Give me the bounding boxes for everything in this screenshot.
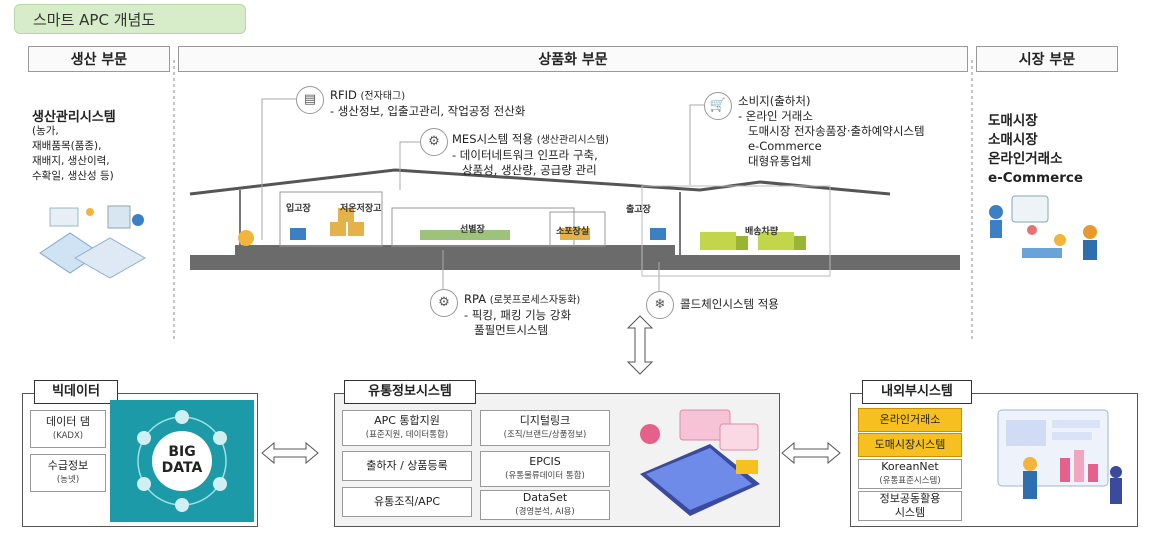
distribution-cell-label: DataSet (522, 491, 568, 504)
bigdata-panel (22, 393, 258, 527)
external-cell-sub: (유통표준시스템) (879, 476, 941, 486)
production-detail-line: 재배품목(품종), (32, 140, 102, 152)
banner-market: 시장 부문 (976, 46, 1118, 72)
distribution-cell-sub: (경영분석, AI용) (515, 507, 575, 517)
distribution-cell: DataSet (경영분석, AI용) (480, 490, 610, 520)
market-item: 소매시장 (988, 132, 1038, 148)
production-detail-line: 수확일, 생산성 등) (32, 170, 114, 182)
distribution-cell-sub: (조직/브랜드/상품정보) (503, 430, 587, 440)
bigdata-graphic-line: DATA (161, 460, 203, 476)
distribution-cell-label: 유통조직/APC (373, 495, 441, 508)
mes-line: - 데이터네트워크 인프라 구축, (452, 148, 598, 162)
bigdata-network-icon (137, 410, 227, 512)
external-cell: KoreanNet (유통표준시스템) (858, 459, 962, 489)
production-heading: 생산관리시스템 (32, 110, 116, 125)
zone-label: 출고장 (626, 205, 651, 215)
banner-production-label: 생산 부문 (70, 52, 128, 68)
apc-facility-illustration (189, 168, 960, 277)
banner-commercialization: 상품화 부문 (178, 46, 968, 72)
distribution-cell: 디지털링크 (조직/브랜드/상품정보) (480, 410, 610, 446)
cart-icon: 🛒 (704, 92, 732, 120)
callout-coldchain: 콜드체인시스템 적용 (680, 297, 779, 311)
distribution-cell-sub: (표준지원, 데이터통합) (365, 430, 449, 440)
banner-commercialization-label: 상품화 부문 (538, 52, 608, 68)
rfid-tag-icon: ▤ (296, 86, 324, 114)
external-title: 내외부시스템 (862, 380, 972, 404)
cold-chain-icon: ❄ (646, 291, 674, 319)
bigdata-item-label: 데이터 댐 (46, 415, 90, 428)
rpa-title: RPA (464, 292, 487, 306)
production-detail-line: 재배지, 생산이력, (32, 155, 110, 167)
distribution-cell: 유통조직/APC (342, 487, 472, 517)
zone-label: 입고장 (286, 204, 311, 214)
market-illustration (989, 195, 1097, 260)
callout-consumer: 소비지(출하처) - 온라인 거래소 도매시장 전자송품장·출하예약시스템 e-… (738, 94, 925, 169)
consumer-line: 도매시장 전자송품장·출하예약시스템 (748, 124, 925, 138)
distribution-cell-sub: (유통물류데이터 통합) (505, 471, 585, 481)
callout-rfid: RFID (전자태그) - 생산정보, 입출고관리, 작업공정 전산화 (330, 88, 525, 119)
consumer-title: 소비지(출하처) (738, 94, 811, 108)
market-item: 온라인거래소 (988, 151, 1063, 167)
external-panel (850, 393, 1138, 527)
rfid-title: RFID (330, 88, 357, 102)
rpa-line: - 픽킹, 패킹 기능 강화 (464, 308, 572, 322)
production-detail-line: (농가, (32, 125, 59, 137)
bigdata-item-sub: (농넷) (56, 475, 80, 485)
bigdata-item-label: 수급정보 (47, 459, 89, 472)
zone-label: 저온저장고 (340, 204, 382, 214)
farm-illustration (39, 205, 147, 279)
distribution-cell: EPCIS (유통물류데이터 통합) (480, 451, 610, 487)
mes-title: MES시스템 적용 (452, 132, 534, 146)
diagram-title: 스마트 APC 개념도 (14, 4, 246, 34)
distribution-title: 유통정보시스템 (344, 380, 476, 404)
external-systems-illustration (997, 409, 1122, 504)
bigdata-graphic: BIG DATA (110, 400, 254, 522)
callout-mes: MES시스템 적용 (생산관리시스템) - 데이터네트워크 인프라 구축, 상품… (452, 132, 609, 178)
rfid-title-note: (전자태그) (360, 91, 406, 102)
bigdata-graphic-label: BIG DATA (152, 444, 212, 476)
consumer-line: 대형유통업체 (748, 154, 812, 168)
external-cell-label: 도매시장시스템 (874, 438, 946, 451)
distribution-cell-label: APC 통합지원 (374, 414, 440, 427)
distribution-cell-label: 디지털링크 (519, 414, 571, 427)
mes-factory-icon: ⚙ (420, 128, 448, 156)
zone-label: 소포장실 (556, 227, 590, 237)
zone-label: 선별장 (460, 225, 485, 235)
external-cell: 정보공동활용 시스템 (858, 491, 962, 521)
banner-market-label: 시장 부문 (1018, 52, 1076, 68)
rfid-line: - 생산정보, 입출고관리, 작업공정 전산화 (330, 104, 526, 118)
zone-label: 배송차량 (745, 227, 779, 237)
production-details: (농가, 재배품목(품종), 재배지, 생산이력, 수확일, 생산성 등) (32, 124, 114, 184)
external-cell-label: 온라인거래소 (879, 413, 941, 426)
mobile-analytics-illustration (640, 409, 760, 516)
market-list: 도매시장 소매시장 온라인거래소 e-Commerce (988, 112, 1083, 188)
distribution-cell-label: 출하자 / 상품등록 (366, 459, 448, 472)
distribution-cell: 출하자 / 상품등록 (342, 451, 472, 481)
external-cell-sub: 시스템 (894, 506, 926, 519)
distribution-cell: APC 통합지원 (표준지원, 데이터통합) (342, 410, 472, 446)
external-cell-label: KoreanNet (881, 460, 939, 473)
distribution-cell-label: EPCIS (529, 455, 561, 468)
bigdata-graphic-line: BIG (168, 444, 196, 460)
robot-arm-icon: ⚙ (430, 289, 458, 317)
mes-title-note: (생산관리시스템) (536, 135, 609, 146)
external-cell-label: 정보공동활용 (879, 492, 941, 505)
bigdata-title: 빅데이터 (34, 380, 118, 404)
bigdata-item: 수급정보 (농넷) (30, 454, 106, 492)
market-item: 도매시장 (988, 113, 1038, 129)
mes-line: 상품성, 생산량, 공급량 관리 (462, 163, 597, 177)
banner-production: 생산 부문 (28, 46, 170, 72)
rpa-title-note: (로봇프로세스자동화) (489, 295, 581, 306)
rpa-line: 풀필먼트시스템 (474, 323, 549, 337)
bigdata-item: 데이터 댐 (KADX) (30, 410, 106, 448)
consumer-line: - 온라인 거래소 (738, 109, 813, 123)
external-cell: 온라인거래소 (858, 408, 962, 432)
callout-rpa: RPA (로봇프로세스자동화) - 픽킹, 패킹 기능 강화 풀필먼트시스템 (464, 292, 580, 338)
external-cell: 도매시장시스템 (858, 433, 962, 457)
market-item: e-Commerce (988, 170, 1084, 186)
bigdata-item-sub: (KADX) (52, 431, 84, 441)
consumer-line: e-Commerce (748, 139, 822, 153)
